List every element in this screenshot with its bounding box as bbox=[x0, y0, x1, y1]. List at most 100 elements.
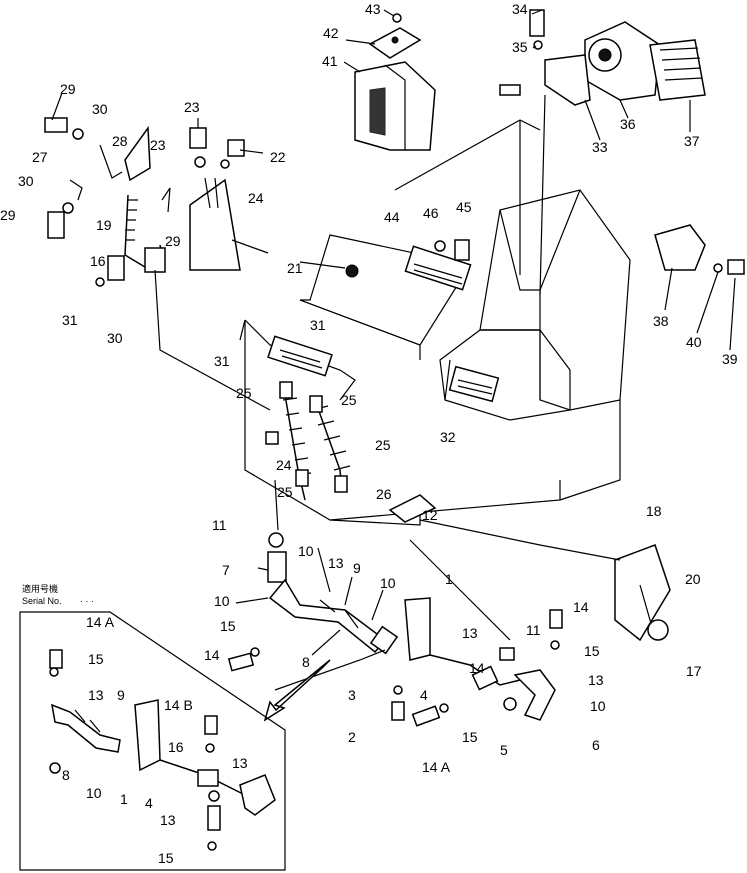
part-label: 20 bbox=[685, 571, 701, 587]
part-label: 38 bbox=[653, 313, 669, 329]
screw-42 bbox=[392, 13, 402, 23]
part-label: 31 bbox=[62, 312, 78, 328]
part-label: 19 bbox=[96, 217, 112, 233]
label-leaders bbox=[51, 9, 736, 656]
part-label: 10 bbox=[298, 543, 314, 559]
leader-lines bbox=[154, 94, 621, 691]
part-label: 32 bbox=[440, 429, 456, 445]
part-label: 5 bbox=[500, 742, 508, 758]
direction-arrow bbox=[263, 659, 331, 722]
part-label: 22 bbox=[270, 149, 286, 165]
part-label: 21 bbox=[287, 260, 303, 276]
part-label: 28 bbox=[112, 133, 128, 149]
part-label: 13 bbox=[462, 625, 478, 641]
duct-cover-41 bbox=[368, 27, 422, 59]
part-label: 30 bbox=[92, 101, 108, 117]
part-label: 25 bbox=[277, 484, 293, 500]
part-label: 1 bbox=[445, 571, 453, 587]
blower-motor bbox=[584, 21, 706, 101]
part-label: 33 bbox=[592, 139, 608, 155]
part-label: 39 bbox=[722, 351, 738, 367]
outlet-37 bbox=[654, 224, 745, 275]
part-label: 42 bbox=[323, 25, 339, 41]
part-label: 10 bbox=[86, 785, 102, 801]
part-label: 14 A bbox=[422, 759, 451, 775]
part-label: 24 bbox=[248, 190, 264, 206]
part-label: 26 bbox=[376, 486, 392, 502]
part-label: 14 B bbox=[164, 697, 193, 713]
vent-grille bbox=[267, 245, 500, 403]
duct-20 bbox=[161, 127, 245, 271]
part-label: 41 bbox=[322, 53, 338, 69]
part-label: 34 bbox=[512, 1, 528, 17]
part-label: 4 bbox=[145, 795, 153, 811]
part-label: 11 bbox=[212, 517, 227, 533]
washer-45 bbox=[434, 240, 446, 252]
part-label: 14 bbox=[204, 647, 220, 663]
part-label: 31 bbox=[310, 317, 326, 333]
part-label: 6 bbox=[592, 737, 600, 753]
part-label: 4 bbox=[420, 687, 428, 703]
part-label: 3 bbox=[348, 687, 356, 703]
part-label: 25 bbox=[341, 392, 357, 408]
bolt-44 bbox=[454, 239, 470, 261]
bolt-33 bbox=[529, 9, 545, 37]
clamp-parts-left bbox=[44, 117, 151, 287]
part-label: 8 bbox=[302, 654, 310, 670]
part-label: 25 bbox=[375, 437, 391, 453]
part-label: 1 bbox=[120, 791, 128, 807]
serial-inset-box bbox=[19, 611, 286, 871]
part-label: 13 bbox=[328, 555, 344, 571]
bracket-32 bbox=[544, 54, 591, 106]
part-label: 16 bbox=[90, 253, 106, 269]
cover-19 bbox=[614, 544, 671, 642]
part-label: 30 bbox=[107, 330, 123, 346]
inset-caption-jp: 適用号機 bbox=[22, 583, 58, 594]
part-label: 40 bbox=[686, 334, 702, 350]
part-label: 46 bbox=[423, 205, 439, 221]
part-label: 45 bbox=[456, 199, 472, 215]
part-label: 9 bbox=[353, 560, 361, 576]
part-label: 13 bbox=[160, 812, 176, 828]
part-label: 18 bbox=[646, 503, 662, 519]
part-label: 23 bbox=[184, 99, 200, 115]
hose-24 bbox=[265, 381, 351, 501]
bolt-35-side bbox=[499, 84, 521, 96]
part-label: 31 bbox=[214, 353, 230, 369]
part-label: 30 bbox=[18, 173, 34, 189]
part-label: 14 A bbox=[86, 614, 115, 630]
part-label: 36 bbox=[620, 116, 636, 132]
part-label: 27 bbox=[32, 149, 48, 165]
part-label: 13 bbox=[588, 672, 604, 688]
part-label: 17 bbox=[686, 663, 702, 679]
part-label: 13 bbox=[232, 755, 248, 771]
part-label: 16 bbox=[168, 739, 184, 755]
part-label: 35 bbox=[512, 39, 528, 55]
part-label: 10 bbox=[380, 575, 396, 591]
part-label: 15 bbox=[220, 618, 236, 634]
nut-46 bbox=[345, 264, 359, 278]
hose-16-left bbox=[124, 194, 166, 273]
part-label: 37 bbox=[684, 133, 700, 149]
part-label: 8 bbox=[62, 767, 70, 783]
clip-12 bbox=[388, 494, 437, 523]
part-label: 15 bbox=[462, 729, 478, 745]
part-label: 2 bbox=[348, 729, 356, 745]
part-label: 11 bbox=[526, 622, 541, 638]
part-label: 44 bbox=[384, 209, 400, 225]
part-label: 13 bbox=[88, 687, 104, 703]
part-label: 25 bbox=[236, 385, 252, 401]
part-label: 15 bbox=[88, 651, 104, 667]
part-label: 15 bbox=[158, 850, 174, 866]
air-duct-40 bbox=[354, 61, 436, 151]
inset-caption-dots: · · · bbox=[80, 596, 94, 606]
part-label: 9 bbox=[117, 687, 125, 703]
part-label: 10 bbox=[214, 593, 230, 609]
part-label: 24 bbox=[276, 457, 292, 473]
part-label: 23 bbox=[150, 137, 166, 153]
washer-34 bbox=[533, 40, 543, 50]
inset-caption-en: Serial No. bbox=[22, 596, 62, 606]
duct-pipe-assembly bbox=[227, 532, 563, 727]
part-labels: 1 1 2 3 4 4 5 6 7 8 8 9 9 10 10 10 10 10… bbox=[0, 1, 738, 866]
